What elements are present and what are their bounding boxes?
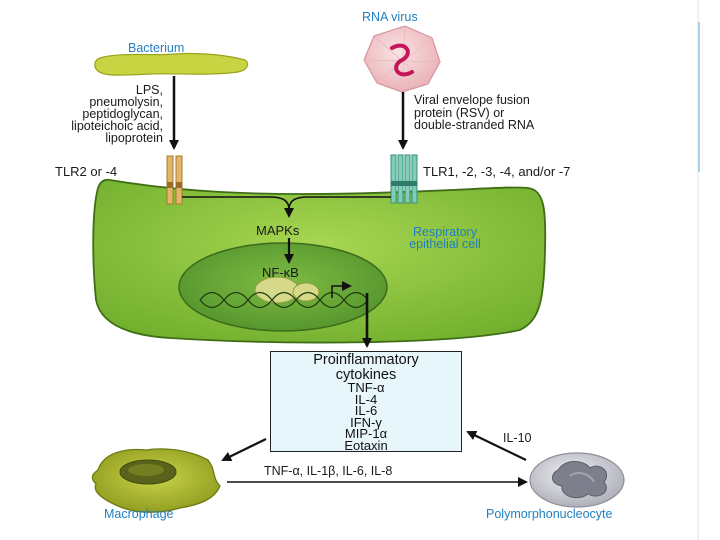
tlr-left-label: TLR2 or -4 (55, 164, 118, 179)
slide-edge-accent (697, 0, 700, 540)
epithelial-cell-label: Respiratory epithelial cell (383, 225, 507, 251)
bacterium-label: Bacterium (128, 41, 185, 55)
bacterial-ligand: LPS, (135, 83, 163, 97)
bacterial-ligand: pneumolysin, (89, 95, 163, 109)
polymorphonucleocyte-icon (529, 452, 625, 508)
transcription-start-arrow (331, 281, 352, 298)
cytokine-item: IL-4 (354, 391, 378, 407)
cytokine-item: IFN-γ (350, 414, 382, 430)
cytokine-item: IL-6 (354, 403, 378, 419)
cell-label-line1: Respiratory (413, 225, 477, 239)
rna-virus-icon (363, 25, 441, 93)
rna-virus-label: RNA virus (362, 10, 418, 24)
macrophage-icon (91, 448, 221, 513)
pmn-to-box-arrow (466, 430, 527, 461)
effector-cytokines-label: TNF-α, IL-1β, IL-6, IL-8 (264, 464, 393, 478)
cell-label-line2: epithelial cell (409, 237, 481, 251)
macrophage-label: Macrophage (104, 507, 174, 521)
tlr-right-receptor (390, 154, 418, 204)
viral-ligands: Viral envelope fusion protein (RSV) or d… (414, 94, 534, 132)
cytokines-box: Proinflammatory cytokines TNF-α IL-4 IL-… (270, 351, 462, 452)
bacterial-ligands: LPS, pneumolysin, peptidoglycan, lipotei… (12, 83, 163, 145)
bacterium-icon (94, 52, 249, 76)
cytokines-title-line2: cytokines (335, 367, 397, 383)
viral-ligand: protein (RSV) or (414, 105, 505, 120)
bacterial-ligand: lipoprotein (105, 131, 163, 145)
cytokine-item: Eotaxin (344, 437, 388, 453)
cytokine-item: TNF-α (347, 380, 385, 395)
nfkb-label: NF-κB (262, 265, 299, 280)
cytokines-title-line1: Proinflammatory (313, 352, 419, 368)
tlr-left-receptor (166, 155, 183, 205)
polymorphonucleocyte-label: Polymorphonucleocyte (486, 507, 613, 521)
dna-helix (199, 291, 369, 309)
bacterial-ligand: peptidoglycan, (82, 107, 163, 121)
viral-ligand: Viral envelope fusion (414, 93, 530, 107)
box-to-macrophage-arrow (221, 438, 267, 461)
bacterial-ligand: lipoteichoic acid, (71, 119, 163, 133)
cytokine-item: MIP-1α (344, 426, 388, 442)
tlr-right-label: TLR1, -2, -3, -4, and/or -7 (423, 164, 571, 179)
viral-ligand: double-stranded RNA (414, 118, 535, 132)
mapks-label: MAPKs (256, 223, 300, 238)
il10-label: IL-10 (503, 431, 532, 445)
